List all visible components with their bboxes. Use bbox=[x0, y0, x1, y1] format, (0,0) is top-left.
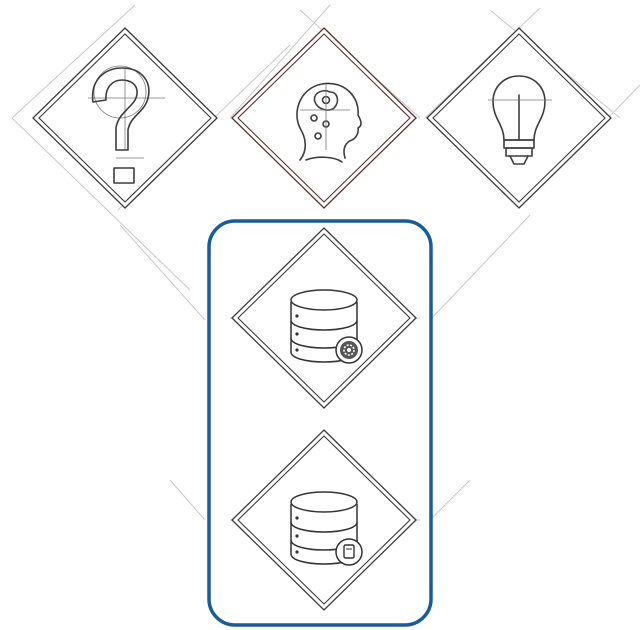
database-storage-tile bbox=[231, 429, 417, 611]
database-processing-tile bbox=[231, 227, 417, 409]
question-mark-icon bbox=[88, 65, 165, 184]
idea-tile bbox=[426, 27, 612, 209]
highlight-frame bbox=[207, 219, 433, 627]
human-head-brain-icon bbox=[296, 82, 362, 163]
database-gear-icon bbox=[290, 289, 363, 364]
light-bulb-icon bbox=[488, 75, 552, 165]
question-tile bbox=[32, 27, 218, 209]
database-document-icon bbox=[290, 491, 363, 566]
human-head-tile bbox=[231, 27, 417, 209]
